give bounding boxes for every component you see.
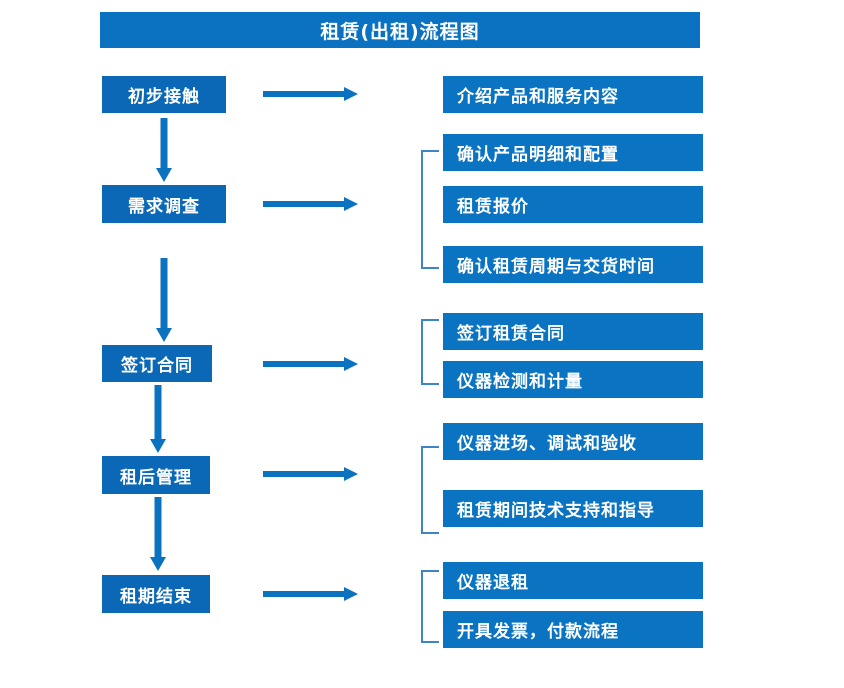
vertical-arrow-2 xyxy=(156,258,172,342)
detail-box-instrument-inspection[interactable]: 仪器检测和计量 xyxy=(443,361,703,398)
horizontal-arrow-2 xyxy=(263,197,358,211)
group-bracket-post-rental xyxy=(421,446,439,534)
detail-box-sign-rental-contract[interactable]: 签订租赁合同 xyxy=(443,313,703,350)
stage-box-demand-survey[interactable]: 需求调查 xyxy=(102,185,226,223)
vertical-arrow-3 xyxy=(150,385,166,453)
diagram-title: 租赁(出租)流程图 xyxy=(100,12,700,48)
horizontal-arrow-4 xyxy=(263,467,358,481)
stage-box-sign-contract[interactable]: 签订合同 xyxy=(102,345,212,382)
detail-box-confirm-period-delivery[interactable]: 确认租赁周期与交货时间 xyxy=(443,246,703,283)
vertical-arrow-1 xyxy=(156,118,172,182)
horizontal-arrow-3 xyxy=(263,357,358,371)
group-bracket-rental-end xyxy=(421,570,439,643)
detail-box-technical-support[interactable]: 租赁期间技术支持和指导 xyxy=(443,490,703,527)
group-bracket-demand-survey xyxy=(421,150,439,269)
horizontal-arrow-1 xyxy=(263,87,358,101)
detail-box-introduce-products[interactable]: 介绍产品和服务内容 xyxy=(443,76,703,113)
group-bracket-sign-contract xyxy=(421,319,439,385)
detail-box-confirm-product-details[interactable]: 确认产品明细和配置 xyxy=(443,134,703,171)
stage-box-post-rental-management[interactable]: 租后管理 xyxy=(102,456,210,494)
stage-box-rental-end[interactable]: 租期结束 xyxy=(102,575,210,613)
detail-box-instrument-entry-commissioning[interactable]: 仪器进场、调试和验收 xyxy=(443,423,703,460)
detail-box-invoice-payment[interactable]: 开具发票，付款流程 xyxy=(443,611,703,648)
stage-box-initial-contact[interactable]: 初步接触 xyxy=(102,76,226,113)
detail-box-rental-quotation[interactable]: 租赁报价 xyxy=(443,186,703,223)
horizontal-arrow-5 xyxy=(263,587,358,601)
vertical-arrow-4 xyxy=(150,497,166,571)
detail-box-instrument-return[interactable]: 仪器退租 xyxy=(443,562,703,599)
